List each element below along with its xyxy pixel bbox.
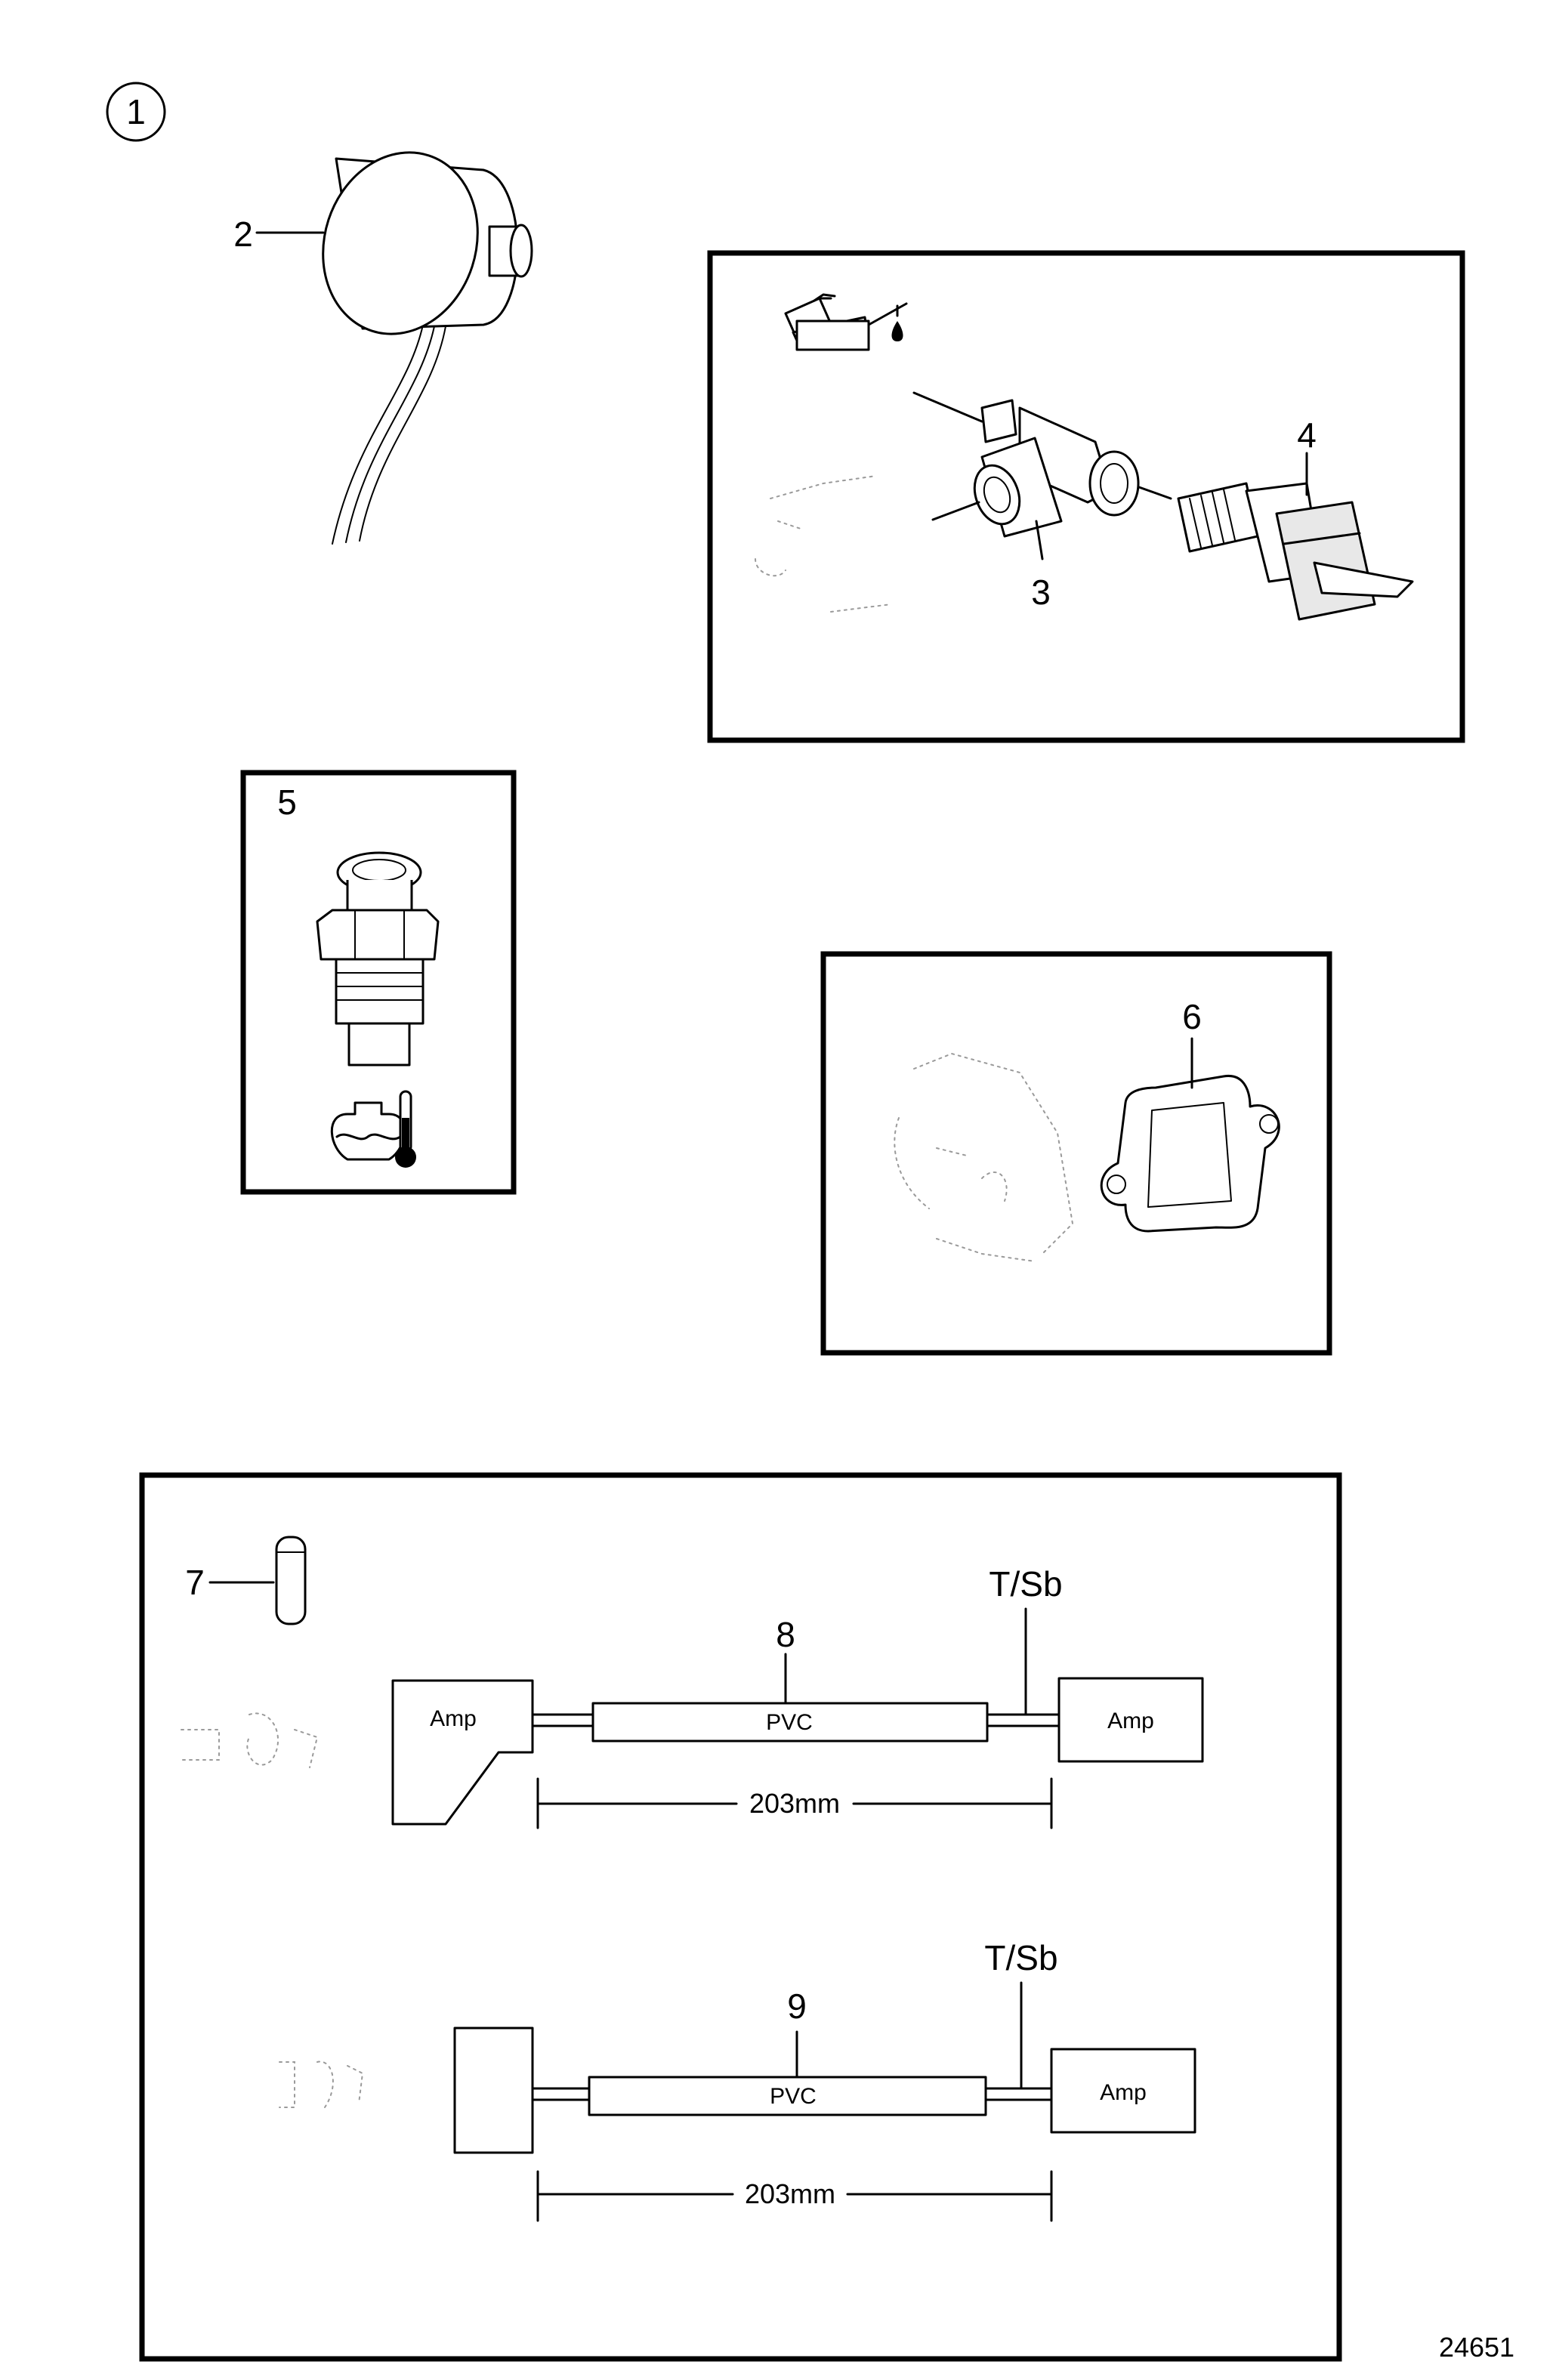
engine-ghost-outline — [755, 475, 892, 613]
length-dimension: 203mm — [536, 2170, 1053, 2222]
terminal-label: T/Sb — [984, 1938, 1057, 1977]
terminal-label: T/Sb — [989, 1564, 1062, 1604]
gasket — [1100, 1075, 1280, 1233]
harness-8: Amp PVC Amp T/Sb 8 203mm — [391, 1564, 1204, 1829]
sleeve-label: PVC — [770, 2084, 817, 2109]
right-connector-housing — [1050, 2048, 1196, 2134]
svg-text:6: 6 — [1182, 997, 1202, 1036]
svg-text:5: 5 — [277, 783, 297, 822]
svg-text:7: 7 — [185, 1563, 205, 1602]
temperature-sender-frame — [240, 770, 517, 1195]
callout-4: 4 — [1297, 415, 1317, 455]
callout-6: 6 — [1182, 997, 1202, 1036]
left-connector-housing — [453, 2027, 534, 2154]
right-connector-housing — [1057, 1677, 1204, 1763]
harness-frame — [139, 1472, 1342, 2362]
callout-3: 3 — [1031, 573, 1051, 612]
length-label: 203mm — [745, 2178, 835, 2209]
left-connector-label: Amp — [430, 1706, 477, 1731]
t-piece-adapter — [912, 391, 1140, 560]
svg-text:2: 2 — [233, 215, 253, 254]
coolant-temperature-icon — [330, 1090, 416, 1168]
callout-2: 2 — [233, 215, 325, 254]
knock-sensor — [322, 151, 533, 545]
svg-text:4: 4 — [1297, 415, 1317, 455]
pin — [275, 1536, 307, 1625]
length-dimension: 203mm — [536, 1777, 1053, 1829]
drawing-number: 24651 — [1439, 2332, 1514, 2363]
housing-ghost-outline — [894, 1052, 1074, 1262]
oil-pressure-frame — [707, 250, 1465, 743]
svg-text:3: 3 — [1031, 573, 1051, 612]
right-connector-label: Amp — [1100, 2080, 1147, 2105]
pvc-sleeve — [591, 1702, 989, 1743]
connector-ghost-sketch-top — [181, 1712, 319, 1768]
callout-8: 8 — [776, 1615, 795, 1654]
harness-9: PVC Amp T/Sb 9 203mm — [453, 1938, 1196, 2222]
right-connector-label: Amp — [1107, 1709, 1154, 1733]
pvc-sleeve — [588, 2076, 987, 2116]
callout-7: 7 — [185, 1563, 275, 1602]
oil-pressure-sender — [1177, 482, 1414, 621]
connector-ghost-sketch-bottom — [279, 2061, 364, 2108]
left-connector-housing — [391, 1679, 534, 1826]
callout-1: 1 — [106, 82, 166, 142]
temperature-sender — [316, 851, 440, 1067]
sleeve-label: PVC — [766, 1710, 813, 1735]
callout-9: 9 — [787, 1986, 807, 2026]
t-piece-to-sender-line — [1138, 486, 1172, 500]
length-label: 203mm — [749, 1788, 840, 1819]
callout-5: 5 — [277, 783, 297, 822]
oil-can-icon — [784, 293, 908, 351]
gasket-frame — [820, 951, 1332, 1356]
svg-text:1: 1 — [126, 92, 146, 131]
